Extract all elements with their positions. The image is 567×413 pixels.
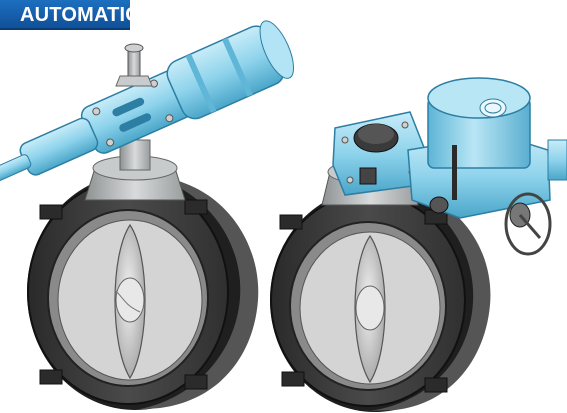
automatic-badge: AUTOMATIC	[0, 0, 140, 30]
electric-actuator-valve-icon	[270, 77, 567, 412]
pneumatic-actuator-valve-icon	[0, 20, 294, 410]
automatic-badge-label: AUTOMATIC	[20, 4, 140, 26]
